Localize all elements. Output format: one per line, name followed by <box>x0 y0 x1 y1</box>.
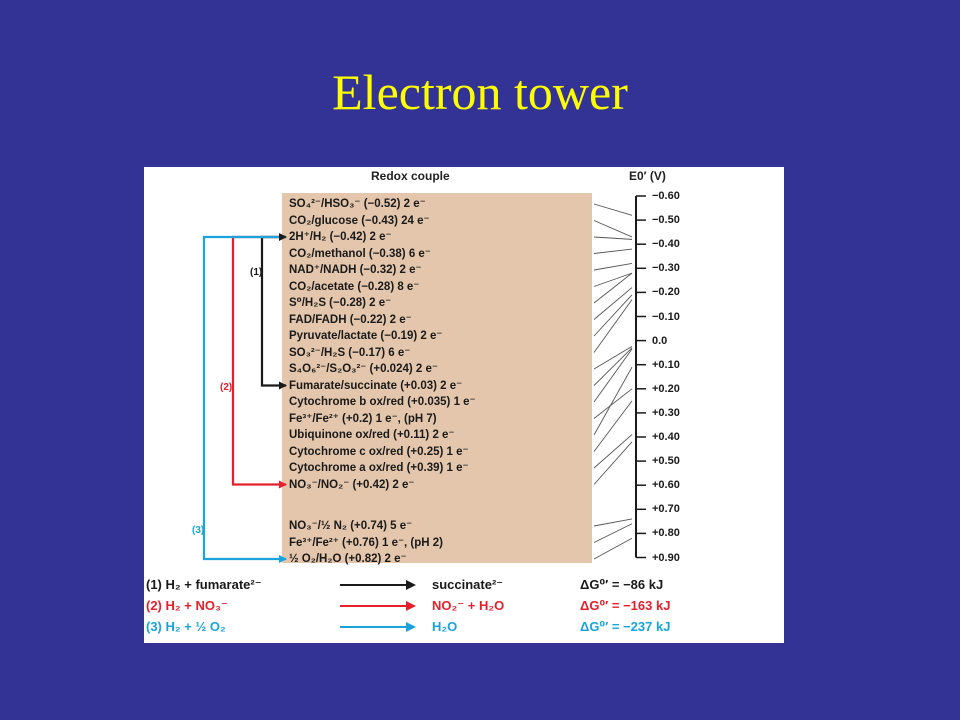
leader-line <box>593 203 633 216</box>
scale-tick-label: +0.90 <box>652 551 680 564</box>
leader-line <box>593 388 633 419</box>
leader-line <box>593 263 633 271</box>
reaction-arrowhead <box>406 580 416 590</box>
leader-line <box>593 441 633 485</box>
couple-label: NO₃⁻/NO₂⁻ (+0.42) 2 e⁻ <box>289 478 415 491</box>
couple-label: Fe³⁺/Fe²⁺ (+0.2) 1 e⁻, (pH 7) <box>289 412 437 425</box>
couple-label: Ubiquinone ox/red (+0.11) 2 e⁻ <box>289 429 455 441</box>
leader-line <box>593 518 633 527</box>
arrowhead-1 <box>279 381 287 390</box>
couple-label: FAD/FADH (−0.22) 2 e⁻ <box>289 313 412 326</box>
scale-tick-label: 0.0 <box>652 334 668 347</box>
leader-line <box>593 347 633 386</box>
couple-label: NO₃⁻/½ N₂ (+0.74) 5 e⁻ <box>289 520 413 532</box>
reaction-lhs: (2) H₂ + NO₃⁻ <box>146 598 228 613</box>
scale-tick-label: +0.80 <box>652 527 680 540</box>
leader-line <box>593 272 633 287</box>
scale-tick-label: +0.60 <box>652 479 680 492</box>
marker-2: (2) <box>220 382 233 393</box>
marker-3: (3) <box>192 525 205 536</box>
couple-label: CO₂/glucose (−0.43) 24 e⁻ <box>289 214 430 227</box>
scale-tick-label: +0.30 <box>652 406 680 419</box>
leader-line <box>593 400 633 452</box>
reaction-rhs: succinate²⁻ <box>432 577 504 592</box>
path-1-black <box>260 235 286 387</box>
reaction-lhs: (1) H₂ + fumarate²⁻ <box>146 577 262 592</box>
scale-tick-label: −0.10 <box>652 310 680 323</box>
couple-label: Cytochrome c ox/red (+0.25) 1 e⁻ <box>289 445 469 458</box>
arrowhead-3 <box>279 555 287 563</box>
couple-label: S₄O₆²⁻/S₂O₃²⁻ (+0.024) 2 e⁻ <box>289 363 438 375</box>
scale-tick-label: −0.20 <box>652 286 680 299</box>
scale-tick-label: −0.30 <box>652 262 680 275</box>
path-3-blue <box>202 235 286 561</box>
scale-tick-label: −0.60 <box>652 190 680 202</box>
redox-couple-header: Redox couple <box>371 169 450 183</box>
couple-label: NAD⁺/NADH (−0.32) 2 e⁻ <box>289 264 422 276</box>
couple-label: Cytochrome b ox/red (+0.035) 1 e⁻ <box>289 396 476 408</box>
leader-line <box>593 294 633 337</box>
arrowhead-start <box>279 233 287 241</box>
scale-tick-label: +0.40 <box>652 431 680 443</box>
tower-graphics <box>202 195 646 632</box>
reaction-lhs: (3) H₂ + ½ O₂ <box>146 619 226 634</box>
couple-label: SO₃²⁻/H₂S (−0.17) 6 e⁻ <box>289 346 411 359</box>
leader-line <box>593 272 633 304</box>
redox-couple-panel <box>282 193 592 563</box>
couple-label: Fumarate/succinate (+0.03) 2 e⁻ <box>289 379 463 392</box>
leader-line <box>593 287 633 320</box>
couple-label: SO₄²⁻/HSO₃⁻ (−0.52) 2 e⁻ <box>289 198 426 210</box>
couple-label: S⁰/H₂S (−0.28) 2 e⁻ <box>289 297 392 309</box>
leader-line <box>593 345 633 370</box>
scale-tick-label: +0.70 <box>652 503 680 516</box>
scale-tick-label: +0.50 <box>652 455 680 468</box>
reaction-arrowhead <box>406 601 416 611</box>
reaction-dg: ΔG⁰′ = −86 kJ <box>580 577 664 592</box>
leader-line <box>593 236 633 240</box>
potential-header: E0′ (V) <box>629 169 666 183</box>
slide-title: Electron tower <box>332 64 628 120</box>
reaction-dg: ΔG⁰′ = −163 kJ <box>580 598 671 613</box>
leader-line <box>593 348 633 403</box>
couple-label: 2H⁺/H₂ (−0.42) 2 e⁻ <box>289 231 392 243</box>
scale-tick-label: +0.10 <box>652 358 680 371</box>
leader-line <box>593 299 633 353</box>
scale-tick-label: −0.40 <box>652 238 680 251</box>
couple-label: CO₂/methanol (−0.38) 6 e⁻ <box>289 247 431 260</box>
reaction-rhs: H₂O <box>432 619 458 634</box>
marker-1: (1) <box>250 267 263 278</box>
reaction-arrowhead <box>406 622 416 632</box>
couple-label: Fe³⁺/Fe²⁺ (+0.76) 1 e⁻, (pH 2) <box>289 536 444 549</box>
reaction-rhs: NO₂⁻ + H₂O <box>432 598 505 613</box>
leader-line <box>593 537 633 560</box>
couple-label: Cytochrome a ox/red (+0.39) 1 e⁻ <box>289 462 469 474</box>
couple-label: Pyruvate/lactate (−0.19) 2 e⁻ <box>289 330 443 342</box>
couple-label: ½ O₂/H₂O (+0.82) 2 e⁻ <box>289 553 407 565</box>
scale-tick-label: −0.50 <box>652 214 680 227</box>
scale-tick-label: +0.20 <box>652 382 680 395</box>
electron-tower-figure: Redox couple E0′ (V) SO₄²⁻/HSO₃⁻ (−0.52)… <box>144 167 784 643</box>
leader-line <box>593 434 633 469</box>
couple-label: CO₂/acetate (−0.28) 8 e⁻ <box>289 280 420 293</box>
arrowhead-2 <box>279 480 287 489</box>
reaction-dg: ΔG⁰′ = −237 kJ <box>580 619 671 634</box>
leader-line <box>593 220 633 238</box>
leader-line <box>593 366 633 436</box>
leader-line <box>593 248 633 254</box>
leader-line <box>593 523 633 543</box>
